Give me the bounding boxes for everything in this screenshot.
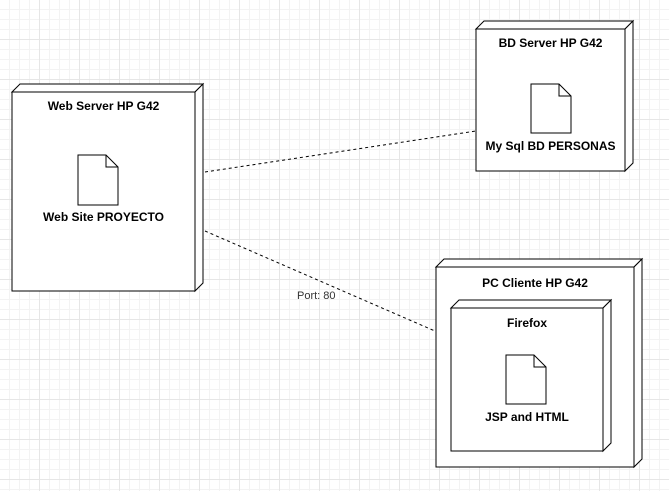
connection-port-label: Port: 80	[297, 290, 336, 302]
firefox-artifact-label: JSP and HTML	[485, 410, 569, 424]
web-server-title: Web Server HP G42	[47, 99, 160, 113]
pc-cliente-title: PC Cliente HP G42	[482, 276, 588, 290]
document-icon	[530, 83, 572, 134]
bd-server-artifact-label: My Sql BD PERSONAS	[485, 139, 616, 153]
document-icon	[505, 354, 547, 405]
connection-web-to-firefox[interactable]	[204, 230, 452, 339]
web-server-artifact-label: Web Site PROYECTO	[43, 210, 164, 224]
document-icon	[77, 154, 119, 206]
firefox-title: Firefox	[506, 316, 547, 330]
connection-web-to-bd[interactable]	[204, 130, 477, 173]
bd-server-title: BD Server HP G42	[498, 36, 603, 50]
